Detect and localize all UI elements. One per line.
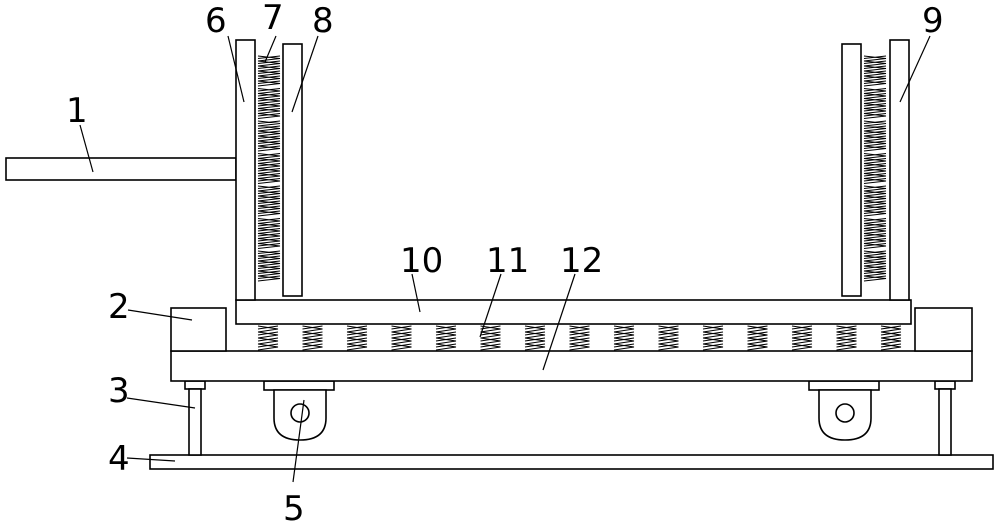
- label-11: 11: [486, 241, 529, 281]
- left-spring: [258, 89, 280, 119]
- left-vertical-springs: [258, 56, 280, 281]
- side-block-left: [171, 308, 226, 351]
- label-7: 7: [262, 0, 284, 38]
- right-spring: [864, 186, 886, 216]
- bottom-spring: [614, 326, 634, 350]
- bottom-spring: [570, 326, 590, 350]
- label-9: 9: [922, 1, 944, 41]
- right-spring: [864, 56, 886, 86]
- label-2: 2: [108, 287, 130, 327]
- right-inner-plate: [842, 44, 861, 296]
- main-frame: [171, 351, 972, 381]
- base-plate: [150, 455, 993, 469]
- left-spring: [258, 251, 280, 281]
- label-3: 3: [108, 371, 130, 411]
- wheel-left: [264, 381, 334, 440]
- bottom-spring: [659, 326, 679, 350]
- right-outer-plate: [890, 40, 909, 300]
- left-inner-plate: [283, 44, 302, 296]
- side-block-right: [915, 308, 972, 351]
- bottom-spring: [436, 326, 456, 350]
- bottom-spring: [303, 326, 323, 350]
- bottom-spring: [347, 326, 367, 350]
- right-spring: [864, 251, 886, 281]
- left-spring: [258, 219, 280, 249]
- bottom-spring: [837, 326, 857, 350]
- label-6: 6: [205, 1, 227, 41]
- right-spring: [864, 89, 886, 119]
- bottom-spring: [481, 326, 501, 350]
- left-spring: [258, 121, 280, 151]
- wheel-right: [809, 381, 879, 440]
- carrier-plate: [236, 300, 911, 324]
- leader-3: [127, 398, 195, 408]
- label-10: 10: [400, 241, 443, 281]
- left-spring: [258, 56, 280, 86]
- bottom-spring: [881, 326, 901, 350]
- label-1: 1: [66, 91, 88, 131]
- support-column-right: [935, 381, 955, 455]
- bottom-spring: [703, 326, 723, 350]
- right-spring: [864, 121, 886, 151]
- bottom-spring: [392, 326, 412, 350]
- right-spring: [864, 219, 886, 249]
- left-spring: [258, 154, 280, 184]
- support-column-left: [185, 381, 205, 455]
- bottom-spring: [525, 326, 545, 350]
- handle-bar: [6, 158, 236, 180]
- label-8: 8: [312, 1, 334, 41]
- bottom-spring: [258, 326, 278, 350]
- right-spring: [864, 154, 886, 184]
- left-spring: [258, 186, 280, 216]
- label-12: 12: [560, 241, 603, 281]
- right-vertical-springs: [864, 56, 886, 281]
- bottom-spring: [792, 326, 812, 350]
- label-5: 5: [283, 489, 305, 529]
- label-4: 4: [108, 439, 130, 479]
- bottom-spring: [748, 326, 768, 350]
- bottom-springs: [258, 326, 901, 350]
